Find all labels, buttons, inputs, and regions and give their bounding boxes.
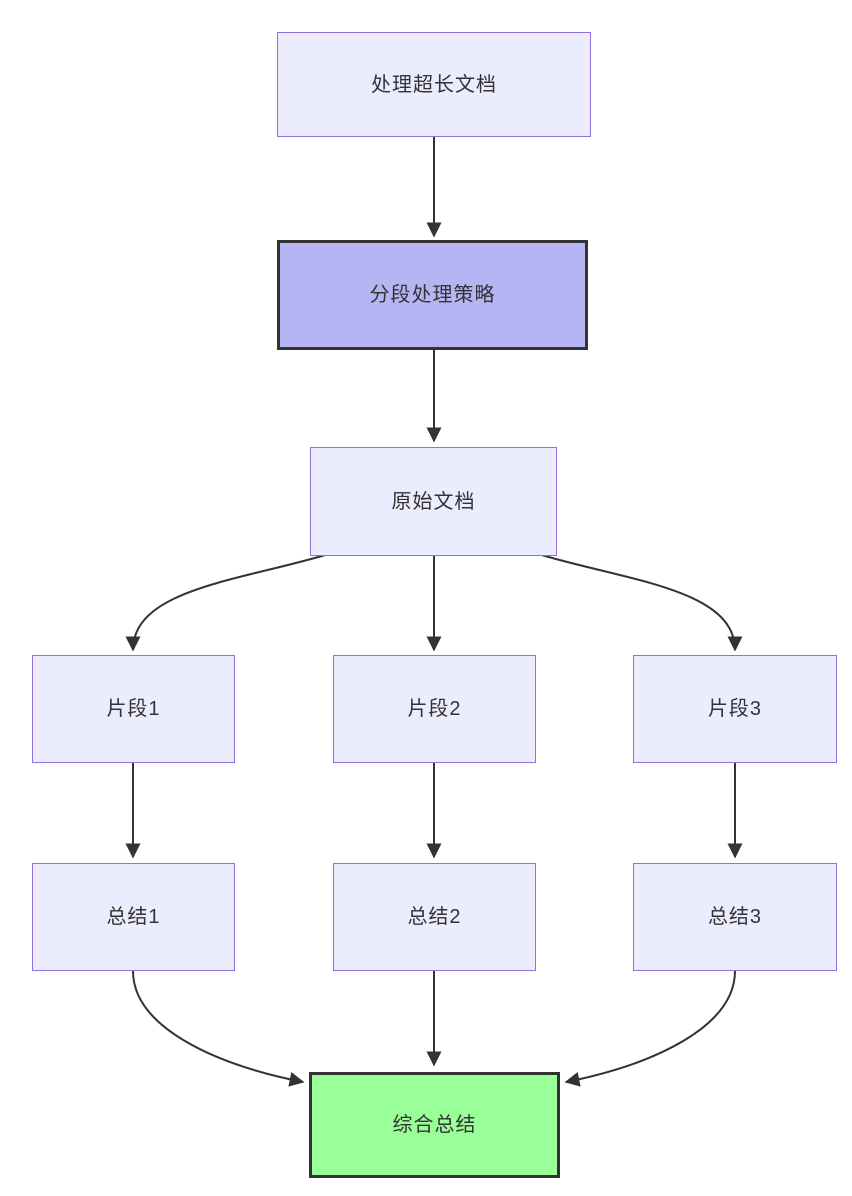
edge-summary1-to-final: [132, 970, 305, 1087]
node-fragment-2: 片段2: [333, 655, 536, 763]
node-summary-1: 总结1: [32, 863, 235, 971]
node-original-doc: 原始文档: [310, 447, 557, 556]
node-final-summary: 综合总结: [309, 1072, 560, 1178]
node-fragment-3: 片段3: [633, 655, 837, 763]
node-summary-3: 总结3: [633, 863, 837, 971]
node-fragment-1: 片段1: [32, 655, 235, 763]
node-segmentation-strategy: 分段处理策略: [277, 240, 588, 350]
edge-summary3-to-final: [564, 970, 736, 1087]
edge-original-to-fragment3: [534, 552, 743, 652]
node-process-long-doc: 处理超长文档: [277, 32, 591, 137]
edge-original-to-fragment1: [125, 552, 333, 652]
node-summary-2: 总结2: [333, 863, 536, 971]
